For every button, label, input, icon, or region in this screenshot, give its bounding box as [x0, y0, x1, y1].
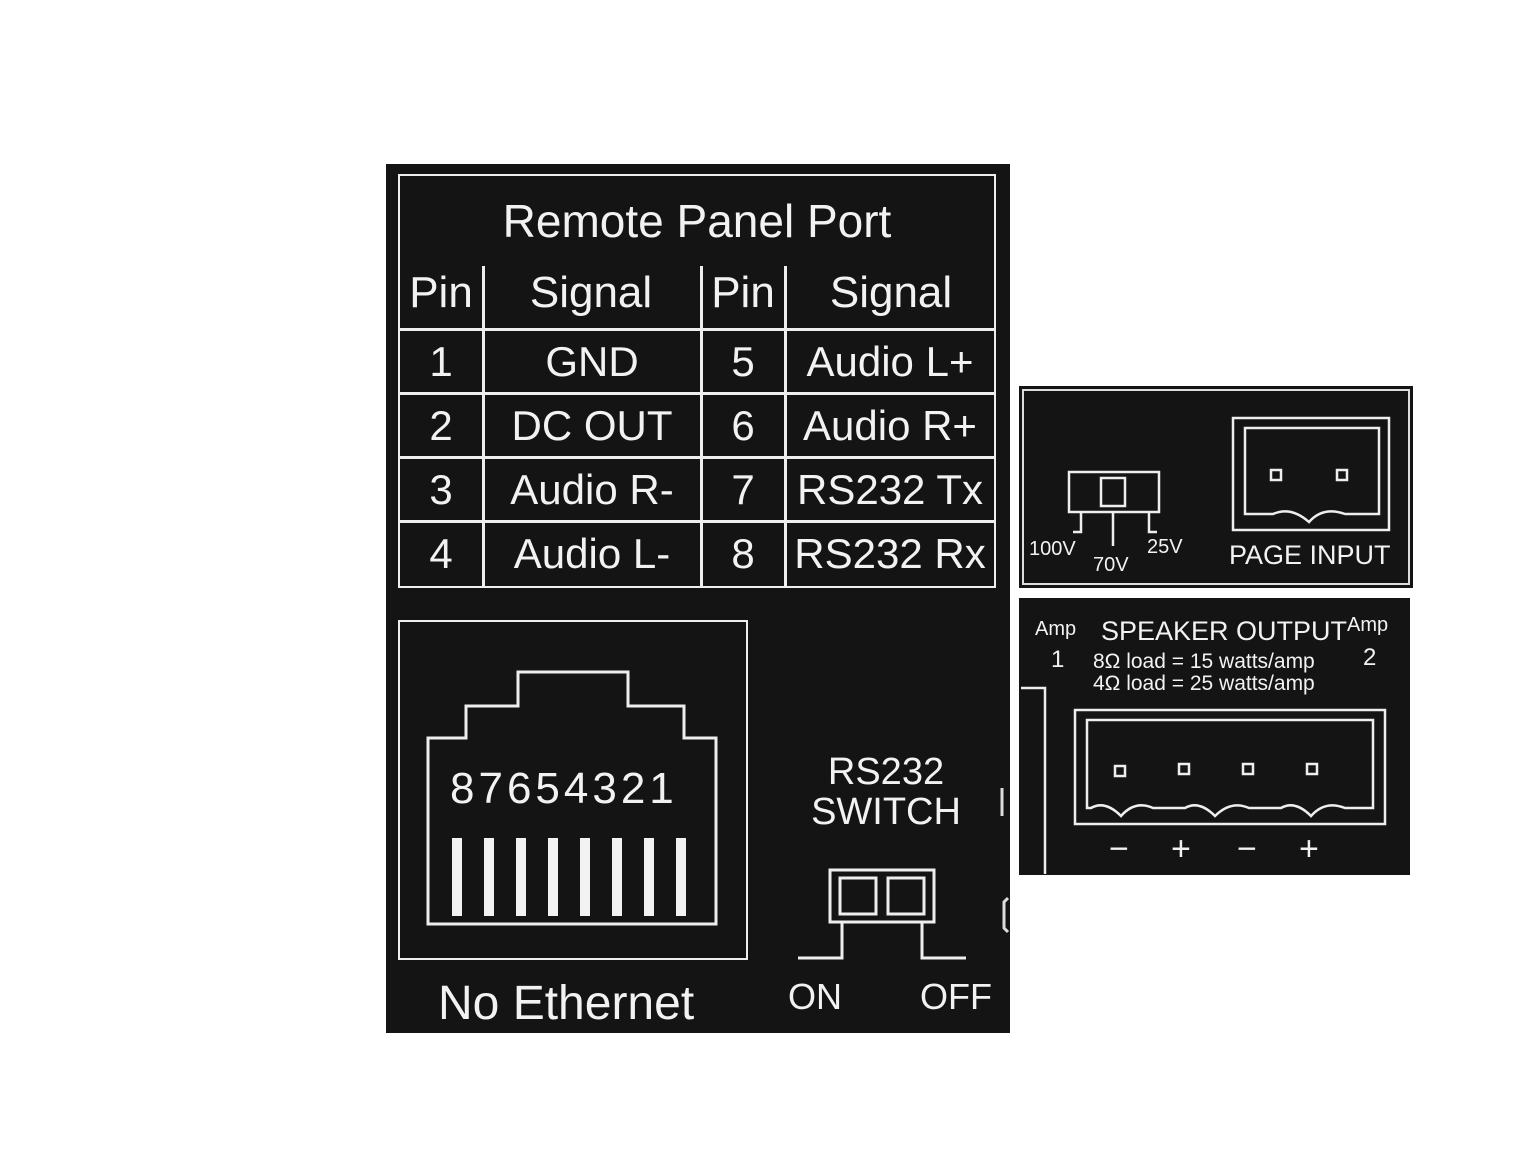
header-signal-b: Signal: [829, 268, 953, 317]
terminal-minus-2: −: [1237, 830, 1257, 868]
header-signal-a: Signal: [529, 268, 653, 317]
rs232-title-line1: RS232: [827, 751, 945, 793]
pin-number: 7: [731, 466, 755, 513]
terminal-plus-1: +: [1171, 830, 1191, 868]
amp1-number: 1: [1051, 646, 1065, 673]
voltage-100v-label: 100V: [1029, 538, 1076, 560]
pin-number: 4: [429, 530, 453, 577]
load-4-ohm-text: 4Ω load = 25 watts/amp: [1093, 672, 1315, 695]
voltage-page-panel: 100V 70V 25V PAGE INPUT: [1019, 386, 1413, 588]
load-8-ohm-text: 8Ω load = 15 watts/amp: [1093, 650, 1315, 673]
voltage-25v-label: 25V: [1147, 536, 1183, 558]
pin-number: 2: [429, 402, 453, 449]
header-pin-b: Pin: [711, 268, 775, 317]
grid-line: [784, 266, 787, 586]
page-input-label: PAGE INPUT: [1229, 540, 1391, 570]
ethernet-pin-numbers: 87654321: [450, 764, 678, 813]
amp2-label: Amp: [1347, 614, 1389, 636]
speaker-output-panel: Amp 1 SPEAKER OUTPUT Amp 2 8Ω load = 15 …: [1019, 598, 1410, 875]
rs232-title-line2: SWITCH: [811, 791, 961, 833]
rs232-switch-title: RS232 SWITCH: [806, 752, 966, 832]
pin-number: 1: [429, 338, 453, 385]
signal-name: RS232 Tx: [797, 466, 983, 513]
pin-table: Remote Panel Port Pin Signal Pin Signal …: [398, 174, 996, 588]
signal-name: Audio L-: [513, 530, 671, 577]
grid-line: [400, 328, 994, 331]
grid-line: [482, 266, 485, 586]
voltage-switch-icon: [1022, 389, 1410, 585]
grid-line: [400, 520, 994, 523]
pin-number: 6: [731, 402, 755, 449]
table-title: Remote Panel Port: [502, 195, 892, 247]
signal-name: Audio R-: [510, 466, 674, 513]
speaker-terminal-block-icon: [1021, 686, 1387, 874]
grid-line: [700, 266, 703, 586]
amp1-label: Amp: [1035, 618, 1077, 640]
rs232-on-label: ON: [788, 976, 842, 1017]
header-pin-a: Pin: [409, 268, 473, 317]
grid-line: [400, 392, 994, 395]
voltage-70v-label: 70V: [1093, 554, 1129, 576]
remote-panel-plate: Remote Panel Port Pin Signal Pin Signal …: [386, 164, 1010, 1033]
terminal-plus-2: +: [1299, 830, 1319, 868]
pin-number: 8: [731, 530, 755, 577]
ethernet-port-frame: [398, 620, 748, 960]
signal-name: Audio R+: [803, 402, 977, 449]
signal-name: Audio L+: [806, 338, 974, 385]
rj45-jack-icon: [426, 670, 1010, 960]
terminal-minus-1: −: [1109, 830, 1129, 868]
signal-name: RS232 Rx: [794, 530, 986, 577]
ethernet-label: No Ethernet: [438, 977, 695, 1030]
pin-number: 5: [731, 338, 755, 385]
speaker-output-title: SPEAKER OUTPUT: [1101, 616, 1348, 646]
signal-name: DC OUT: [511, 402, 673, 449]
pin-number: 3: [429, 466, 453, 513]
signal-name: GND: [545, 338, 639, 385]
rs232-off-label: OFF: [920, 976, 992, 1017]
amp2-number: 2: [1363, 644, 1377, 671]
grid-line: [400, 456, 994, 459]
